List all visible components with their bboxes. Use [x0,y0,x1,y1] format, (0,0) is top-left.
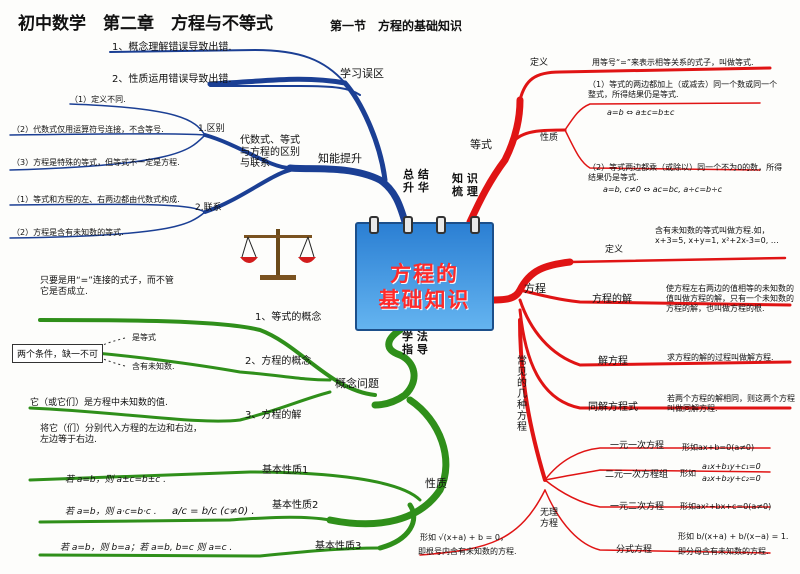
concept-3-b: 将它（们）分别代入方程的左边和右边，左边等于右边. [40,424,203,446]
error-item-2: 2、性质运用错误导致出错. [112,74,232,85]
hub-xuefa: 学 法 指 导 [402,330,428,357]
binder-ring [436,216,447,234]
linear2-eq2: a₂x+b₂y+c₂=0 [702,474,761,483]
quad-form: 形如ax²+bx+c=0(a≠0) [680,502,772,511]
linear2-form-prefix: 形如 [680,469,696,478]
linear2-eq1: a₁x+b₁y+c₁=0 [702,462,761,471]
irrational-label: 无理方程 [540,508,559,530]
link-item-2: （2）方程是含有未知数的等式. [12,228,124,237]
common-equations-label: 常见的几种方程 [514,355,526,432]
solution-text: 使方程左右两边的值相等的未知数的值叫做方程的解，只有一个未知数的方程的解，也叫做… [666,284,794,313]
basic-prop-1-label: 基本性质1 [262,465,309,476]
xuexi-wuqu-label: 学习误区 [340,67,384,80]
basic-prop-3-label: 基本性质3 [315,541,362,552]
irrational-form: 形如 √(x+a) + b = 0， [420,533,508,542]
concept-2-label: 2、方程的概念 [245,356,312,367]
hub-zhishi: 知 识 梳 理 [452,172,478,199]
frac-label: 分式方程 [616,545,653,555]
center-title-line1: 方程的 [390,262,459,286]
balance-scale-illustration [240,229,316,280]
basic-prop-2-fraction: a/c = b/c (c≠0) . [172,506,255,517]
link-item-1: （1）等式和方程的左、右两边都由代数式构成. [12,195,180,204]
center-title-line2: 基础知识 [378,288,471,312]
same-solution-text: 若两个方程的解相同，则这两个方程叫做同解方程. [667,394,795,413]
linear1-label: 一元一次方程 [610,441,665,451]
diff-item-1: （1）定义不同. [70,95,126,104]
link-label: 2.联系 [195,203,222,213]
solve-label: 解方程 [598,356,628,367]
section-title: 第一节 方程的基础知识 [330,19,463,33]
linear1-form: 形如ax+b=0(a≠0) [682,443,755,452]
zhineng-tisheng-label: 知能提升 [318,152,362,165]
binder-ring [368,216,379,234]
quad-label: 一元二次方程 [610,502,665,512]
solution-label: 方程的解 [592,294,632,305]
dengshi-prop-1: （1）等式的两边都加上（或减去）同一个数或同一个整式，所得结果仍是等式. [588,80,778,99]
concept-2-a: 是等式 [132,333,156,342]
diff-item-3: （3）方程是特殊的等式，但等式不一定是方程. [12,158,180,167]
fangcheng-def-label: 定义 [605,245,624,255]
solve-text: 求方程的解的过程叫做解方程. [667,353,774,362]
same-solution-label: 同解方程式 [588,402,638,413]
binder-ring [402,216,413,234]
dengshi-prop-2: （2）等式两边都乘（或除以）同一个不为0的数，所得结果仍是等式. [588,163,783,182]
fangcheng-def-text: 含有未知数的等式叫做方程.如，x+3=5, x+y=1, x²+2x-3=0, … [655,226,779,245]
frac-form: 形如 b/(x+a) + b/(x−a) = 1. [678,532,789,541]
frac-note: 即分母含有未知数的方程. [678,547,769,556]
basic-prop-3-text: 若 a=b，则 b=a；若 a=b, b=c 则 a=c . [60,543,233,553]
compare-label: 代数式、等式与方程的区别与联系 [240,135,300,169]
dengshi-prop-1-formula: a=b ⇔ a±c=b±c [607,108,675,117]
concept-3-a: 它（或它们）是方程中未知数的值. [30,398,168,408]
condition-box: 两个条件，缺一不可 [12,344,104,363]
dengshi-def-text: 用等号“=”来表示相等关系的式子，叫做等式. [592,58,754,67]
dengshi-prop-2-formula: a=b, c≠0 ⇔ ac=bc, a÷c=b÷c [603,185,723,194]
center-topic-card: 方程的 基础知识 [355,216,494,331]
concept-2-b: 含有未知数. [132,362,175,371]
concept-1-text: 只要是用“=”连接的式子，而不管它是否成立. [40,276,174,298]
linear2-label: 二元一次方程组 [605,470,669,480]
basic-prop-2-label: 基本性质2 [272,500,319,511]
concept-problem-label: 概念问题 [335,377,379,390]
binder-ring [470,216,481,234]
diff-item-2: （2）代数式仅用运算符号连接，不含等号. [12,125,164,134]
basic-prop-2-text: 若 a=b，则 a·c=b·c . [65,507,157,517]
xingzhi-label: 性质 [425,477,447,490]
fangcheng-label: 方程 [524,282,546,295]
dengshi-prop-label: 性质 [540,133,559,143]
concept-1-label: 1、等式的概念 [255,312,322,323]
concept-3-label: 3、方程的解 [245,410,302,421]
dengshi-label: 等式 [470,138,492,151]
diff-label: 1.区别 [198,124,225,134]
dengshi-def-label: 定义 [530,58,549,68]
error-item-1: 1、概念理解错误导致出错. [112,42,232,53]
basic-prop-1-text: 若 a=b，则 a±c=b±c . [65,475,166,485]
hub-zongjie: 总 结 升 华 [403,168,429,195]
irrational-note: 即根号内含有未知数的方程. [418,547,517,556]
page-title: 初中数学 第二章 方程与不等式 [18,14,273,34]
